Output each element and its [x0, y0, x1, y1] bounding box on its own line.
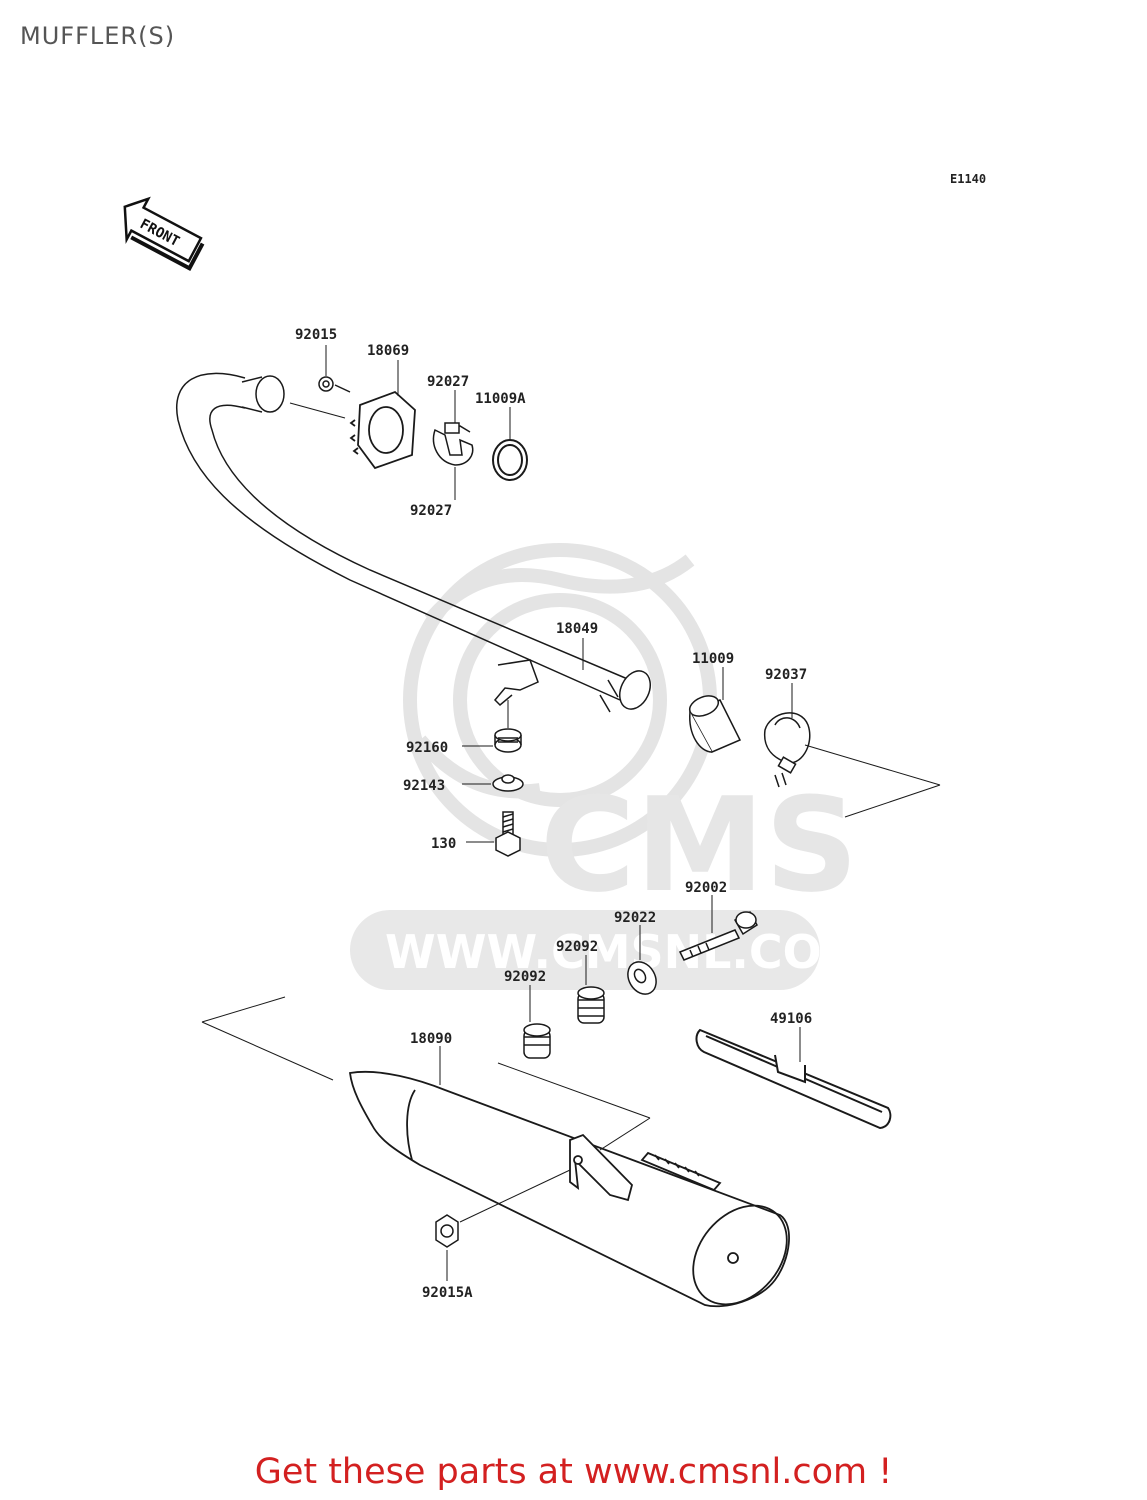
- page-title: MUFFLER(S): [20, 22, 176, 50]
- part-label-92022: 92022: [614, 910, 656, 926]
- flange-18069: [349, 390, 416, 470]
- footer-promo-text: Get these parts at www.cmsnl.com !: [254, 1452, 893, 1492]
- part-label-49106: 49106: [770, 1011, 812, 1027]
- bolt-92002: [678, 910, 758, 961]
- part-label-92037: 92037: [765, 667, 807, 683]
- collar-92027: [432, 422, 474, 466]
- part-label-92092-lower: 92092: [504, 969, 546, 985]
- part-label-92027-bottom: 92027: [410, 503, 452, 519]
- washer-92022: [627, 961, 657, 995]
- part-label-130: 130: [431, 836, 456, 852]
- muffler-18090: [349, 1070, 790, 1308]
- part-label-18069: 18069: [367, 343, 409, 359]
- heat-guard-49106: [695, 1028, 892, 1130]
- bolt-130: [495, 811, 521, 857]
- diagram-code: E1140: [950, 172, 986, 186]
- part-label-92092-upper: 92092: [556, 939, 598, 955]
- clamp-92037: [763, 712, 811, 788]
- gasket-11009: [688, 695, 742, 753]
- leader-lines: [201, 345, 801, 1281]
- nut-92015: [318, 376, 351, 393]
- watermark-logo: CMS WWW.CMSNL.COM: [350, 543, 868, 990]
- part-label-18090: 18090: [410, 1031, 452, 1047]
- part-label-92027-top: 92027: [427, 374, 469, 390]
- part-label-18049: 18049: [556, 621, 598, 637]
- watermark-brand: CMS: [540, 769, 858, 921]
- grommet-92092-lower: [523, 1023, 551, 1059]
- front-arrow-icon: FRONT: [123, 196, 205, 272]
- part-label-92160: 92160: [406, 740, 448, 756]
- damper-92160: [494, 728, 522, 753]
- part-label-11009A: 11009A: [475, 391, 526, 407]
- gasket-11009A: [492, 439, 528, 481]
- part-label-92002: 92002: [685, 880, 727, 896]
- nut-92015A: [435, 1214, 459, 1248]
- part-label-92143: 92143: [403, 778, 445, 794]
- part-label-92015A: 92015A: [422, 1285, 473, 1301]
- part-label-92015: 92015: [295, 327, 337, 343]
- part-label-11009: 11009: [692, 651, 734, 667]
- watermark-url: WWW.CMSNL.COM: [385, 925, 868, 979]
- exhaust-pipe-18049: [176, 372, 651, 713]
- exploded-parts-diagram: CMS WWW.CMSNL.COM E1140 FRONT: [123, 172, 986, 1308]
- washer-92143: [492, 774, 524, 792]
- grommet-92092-upper: [577, 986, 605, 1024]
